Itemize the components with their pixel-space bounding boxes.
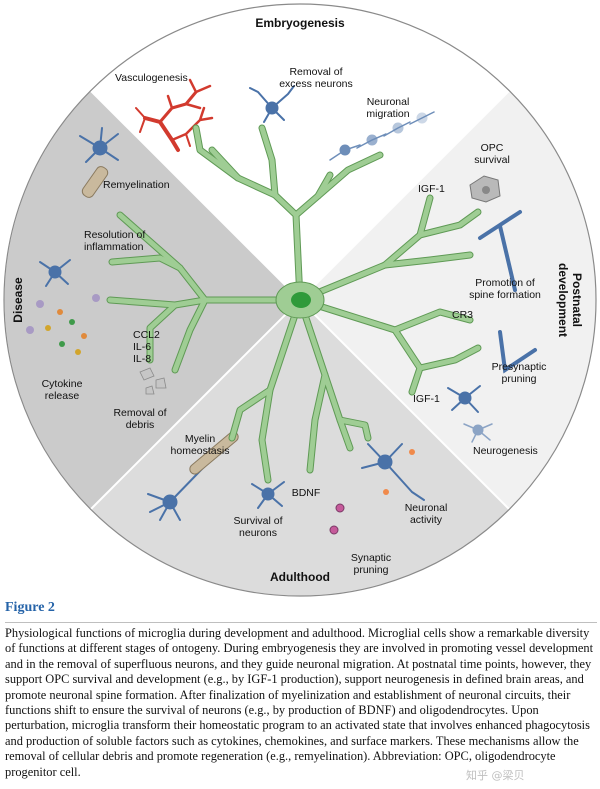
watermark: 知乎 @梁贝 xyxy=(466,769,525,782)
microglia-process-fill xyxy=(297,195,433,303)
microglia-nucleus xyxy=(291,292,311,308)
label-vasculogenesis: Vasculogenesis xyxy=(115,72,188,84)
label-debris-1: Removal of xyxy=(113,407,166,419)
label-presynaptic-1: Presynaptic xyxy=(492,361,547,373)
microglia-functions-diagram: Embryogenesis Postnatal development Adul… xyxy=(3,3,597,597)
section-postnatal: Postnatal development xyxy=(556,263,584,337)
debris-fragments xyxy=(139,367,167,395)
neuron-icon xyxy=(251,481,285,509)
label-neurogenesis: Neurogenesis xyxy=(473,445,538,457)
label-ccl2: CCL2 xyxy=(133,329,160,341)
wedge-adulthood xyxy=(91,300,509,596)
label-activity-2: activity xyxy=(410,514,443,526)
neuron-icon xyxy=(39,259,71,287)
label-survival-1: Survival of xyxy=(233,515,282,527)
label-debris-2: debris xyxy=(126,419,155,431)
neuron-icon xyxy=(447,385,481,413)
section-embryogenesis: Embryogenesis xyxy=(255,16,345,30)
microglia-process-fill xyxy=(297,297,473,333)
svg-text:development: development xyxy=(556,263,570,337)
label-remyelination: Remyelination xyxy=(103,179,170,191)
label-opc-2: survival xyxy=(474,154,510,166)
label-activity-1: Neuronal xyxy=(405,502,448,514)
annotation-labels: Vasculogenesis Removal of excess neurons… xyxy=(42,66,547,576)
section-disease: Disease xyxy=(11,277,25,323)
label-synaptic-2: pruning xyxy=(353,564,388,576)
label-synaptic-1: Synaptic xyxy=(351,552,391,564)
myelin-sheath-icon xyxy=(81,166,239,475)
microglia-process-fill xyxy=(172,297,208,373)
microglia-process-fill xyxy=(315,152,383,199)
label-removal-excess-2: excess neurons xyxy=(279,78,353,90)
microglia-process-fill xyxy=(382,252,473,268)
label-igf1-top: IGF-1 xyxy=(418,183,445,195)
wedge-embryogenesis xyxy=(91,4,509,301)
microglia-process-fill xyxy=(259,125,278,198)
microglia-process-fill xyxy=(107,297,303,308)
neuron-icon xyxy=(361,443,425,501)
label-migration-1: Neuronal xyxy=(367,96,410,108)
neuron-icon xyxy=(79,127,119,163)
label-migration-2: migration xyxy=(366,108,409,120)
migrating-neurons-icon xyxy=(329,111,435,161)
label-cytokine-2: release xyxy=(45,390,80,402)
label-cr3: CR3 xyxy=(452,309,473,321)
label-resolution-1: Resolution of xyxy=(84,229,145,241)
microglia-cell xyxy=(106,124,482,484)
presynaptic-axon-icon xyxy=(498,330,537,374)
label-il6: IL-6 xyxy=(133,341,151,353)
label-bdnf: BDNF xyxy=(292,487,321,499)
neuron-icon xyxy=(249,85,295,123)
spine-dendrite-icon xyxy=(478,210,522,292)
label-resolution-2: inflammation xyxy=(84,241,144,253)
caption-text: Physiological functions of microglia dur… xyxy=(5,626,594,779)
figure-label: Figure 2 xyxy=(5,600,55,615)
label-opc-1: OPC xyxy=(481,142,504,154)
synapse-terminals xyxy=(329,503,345,535)
microglia-process-fill xyxy=(259,387,273,483)
neuron-cells xyxy=(39,85,537,521)
microglia-process-fill xyxy=(337,417,371,441)
label-myelin-1: Myelin xyxy=(185,433,216,445)
microglia-process-fill xyxy=(417,345,481,371)
label-myelin-2: homeostasis xyxy=(171,445,230,457)
microglia-process-fill xyxy=(417,209,481,238)
label-presynaptic-2: pruning xyxy=(501,373,536,385)
microglia-process-fill xyxy=(307,372,328,473)
label-cytokine-1: Cytokine xyxy=(42,378,83,390)
section-adulthood: Adulthood xyxy=(270,570,330,584)
label-igf1-bottom: IGF-1 xyxy=(413,393,440,405)
label-spine-1: Promotion of xyxy=(475,277,535,289)
microglia-process-fill xyxy=(229,297,303,441)
caption-divider xyxy=(5,622,597,623)
label-removal-excess-1: Removal of xyxy=(289,66,342,78)
label-survival-2: neurons xyxy=(239,527,277,539)
label-il8: IL-8 xyxy=(133,353,151,365)
microglia-processes xyxy=(106,124,482,484)
microglia-process-fill xyxy=(109,255,183,271)
microglia-process-fill xyxy=(297,297,353,451)
cytokine-particles xyxy=(26,294,100,355)
label-spine-2: spine formation xyxy=(469,289,541,301)
microglia-process-fill xyxy=(193,125,241,181)
wedge-postnatal xyxy=(300,91,596,509)
svg-text:Postnatal: Postnatal xyxy=(570,273,584,327)
neuron-icon xyxy=(463,423,493,443)
microglia-process-fill xyxy=(147,302,178,363)
figure-caption: Figure 2 Physiological functions of micr… xyxy=(5,600,597,780)
neuron-icon xyxy=(147,439,231,521)
opc-cell-icon xyxy=(469,175,501,203)
